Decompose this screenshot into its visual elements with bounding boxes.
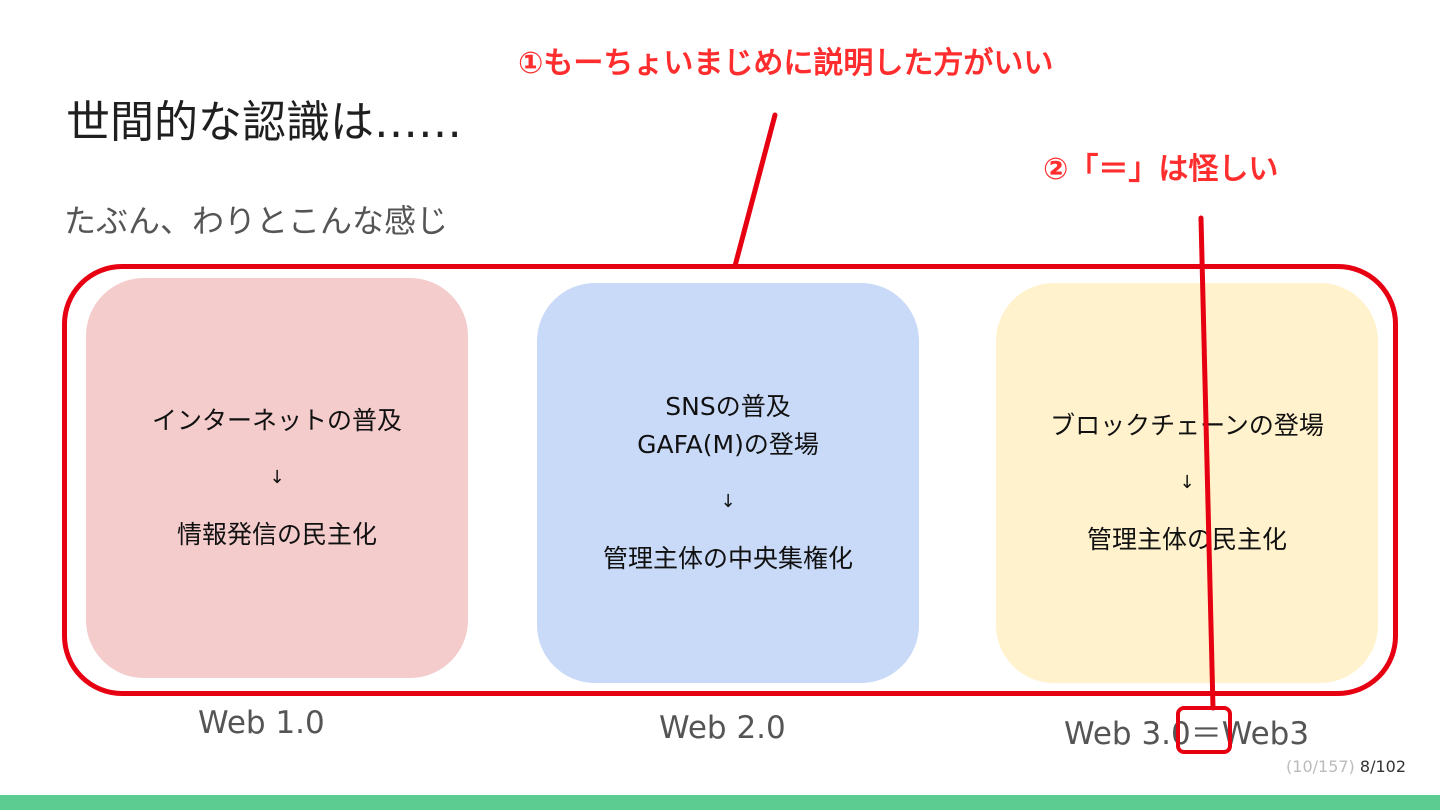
- era-label-web3-eq: ＝: [1190, 716, 1222, 752]
- slide-subtitle: たぶん、わりとこんな感じ: [64, 202, 449, 240]
- card-web2-cause-2: GAFA(M)の登場: [637, 430, 819, 459]
- card-web3-result: 管理主体の民主化: [1086, 525, 1287, 554]
- annotation-note-2: ②「＝」は怪しい: [1043, 152, 1279, 187]
- card-web2: SNSの普及 GAFA(M)の登場 ↓ 管理主体の中央集権化: [537, 283, 919, 683]
- era-label-web2: Web 2.0: [659, 710, 786, 746]
- era-label-web3-left: Web 3.0: [1064, 716, 1191, 752]
- down-arrow-icon: ↓: [1179, 472, 1195, 493]
- card-web1-cause: インターネットの普及: [151, 406, 402, 435]
- slide-page-indicator: (10/157) 8/102: [1286, 757, 1406, 776]
- card-web1-result: 情報発信の民主化: [176, 520, 377, 549]
- card-web3-cause: ブロックチェーンの登場: [1050, 411, 1324, 440]
- annotation-outline-box: [62, 264, 1398, 696]
- card-web1: インターネットの普及 ↓ 情報発信の民主化: [86, 278, 468, 678]
- era-label-web1: Web 1.0: [198, 705, 325, 741]
- era-label-web3-right: Web3: [1221, 716, 1310, 752]
- down-arrow-icon: ↓: [720, 491, 736, 512]
- slide-title: 世間的な認識は……: [66, 97, 462, 148]
- card-web2-cause-1: SNSの普及: [665, 392, 791, 421]
- annotation-equals-box: [1176, 706, 1232, 754]
- card-web2-result: 管理主体の中央集権化: [602, 544, 853, 573]
- card-web3: ブロックチェーンの登場 ↓ 管理主体の民主化: [996, 283, 1378, 683]
- footer-bar: [0, 795, 1440, 810]
- down-arrow-icon: ↓: [269, 467, 285, 488]
- overall-page-count: (10/157): [1286, 757, 1355, 776]
- annotation-pointer-line-1: [732, 112, 778, 269]
- current-page-count: 8/102: [1359, 757, 1406, 776]
- era-label-web3: Web 3.0＝Web3: [1064, 708, 1309, 753]
- annotation-note-1: ①もーちょいまじめに説明した方がいい: [518, 46, 1054, 81]
